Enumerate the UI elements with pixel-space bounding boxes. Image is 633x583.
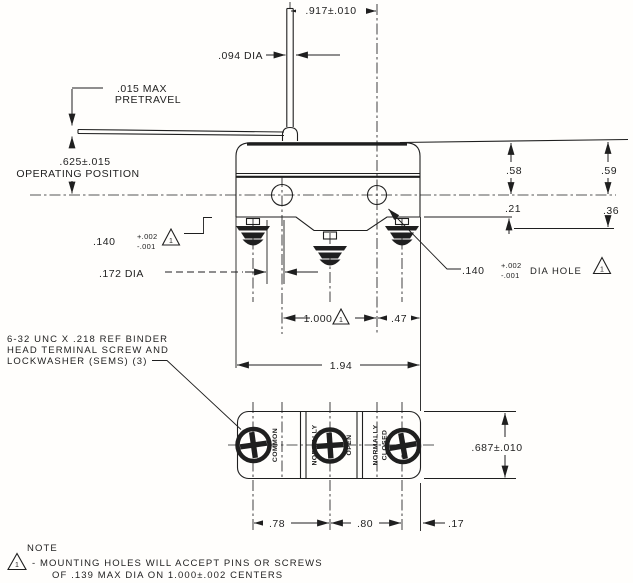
dim-slot-dia-text: .172 DIA: [99, 268, 144, 280]
flag-note-triangle-icon: 1: [161, 227, 181, 246]
dim-operating-position-value: .625±.015: [59, 156, 110, 168]
dim-36-text: .36: [603, 205, 619, 217]
terminal-label-normally-nc: NORMALLY: [373, 424, 380, 465]
dim-47-text: .47: [391, 313, 407, 325]
dim-17-text: .17: [448, 518, 464, 530]
dim-mount-right-minus: -.001: [501, 271, 520, 280]
terminal-screw-bottom-2: [311, 427, 349, 464]
dim-plunger-offset: .917±.010: [291, 3, 376, 17]
flag-note-triangle-icon: 1: [592, 256, 612, 275]
screw-callout-line-1: 6-32 UNC X .218 REF BINDER: [7, 334, 168, 345]
dim-mount-left-base: .140: [93, 236, 115, 248]
lever-arm: [77, 128, 629, 144]
dim-plunger-dia-text: .094 DIA: [218, 50, 263, 62]
flag-note-triangle-icon: 1: [332, 307, 350, 325]
mounting-hole-right: [366, 184, 388, 206]
dim-59-text: .59: [601, 165, 617, 177]
dim-terminal-height-text: .687±.010: [471, 442, 522, 454]
dim-47: .47: [378, 311, 420, 325]
plunger-pin: [281, 7, 299, 141]
terminal-block-dividers: [299, 412, 364, 478]
dim-mounting-hole-left: .140 +.002 -.001 1: [93, 217, 212, 251]
note-block: NOTE 1 - MOUNTING HOLES WILL ACCEPT PINS…: [7, 543, 323, 581]
dim-operating-position: .625±.015 OPERATING POSITION: [16, 156, 139, 194]
dim-mount-right-base: .140: [462, 265, 484, 277]
terminal-label-open: OPEN: [346, 435, 353, 456]
switch-body: [235, 142, 421, 232]
terminal-label-common: COMMON: [272, 428, 279, 462]
dim-mount-right-plus: +.002: [501, 261, 521, 270]
dim-mounting-hole-right: .140 +.002 -.001 DIA HOLE 1: [388, 208, 612, 280]
extension-lines: [235, 216, 614, 531]
svg-text:1: 1: [169, 238, 173, 245]
dim-hole-spacing-text: 1.000: [304, 313, 333, 325]
svg-text:1: 1: [339, 317, 343, 324]
mounting-hole-left: [270, 183, 294, 207]
dim-hole-spacing: 1.000 1: [283, 307, 376, 325]
terminal-label-normally-no: NORMALLY: [312, 424, 319, 465]
dim-78: .78: [253, 516, 329, 530]
dim-slot-dia: .172 DIA: [99, 268, 318, 280]
dim-17: .17: [423, 518, 464, 530]
dim-58: .58: [506, 143, 522, 194]
dim-mount-left-minus: -.001: [137, 242, 156, 251]
screw-callout-line-2: HEAD TERMINAL SCREW AND: [7, 345, 169, 356]
flag-note-triangle-icon: 1: [7, 552, 27, 571]
svg-text:1: 1: [15, 562, 19, 569]
dim-80-text: .80: [357, 518, 373, 530]
terminal-label-closed: CLOSED: [382, 430, 389, 461]
dim-59: .59: [601, 142, 617, 194]
dim-body-width-text: 1.94: [330, 360, 352, 372]
dim-pretravel: .015 MAX PRETRAVEL: [68, 83, 181, 149]
dim-pretravel-text-1: .015 MAX: [117, 83, 167, 95]
dim-body-width: 1.94: [237, 358, 420, 372]
screw-callout-line-3: LOCKWASHER (SEMS) (3): [7, 356, 147, 367]
side-view: [77, 7, 629, 266]
dim-pretravel-text-2: PRETRAVEL: [115, 94, 181, 106]
bottom-view: COMMON NORMALLY OPEN NORMALLY CLOSED: [235, 410, 422, 480]
terminal-screw-bottom-1: [235, 426, 272, 464]
dim-78-text: .78: [269, 518, 285, 530]
dim-80: .80: [331, 516, 401, 530]
dim-21-text: .21: [505, 203, 521, 215]
dim-plunger-offset-text: .917±.010: [305, 5, 356, 17]
terminal-screw-side-2: [313, 231, 347, 266]
dim-operating-position-label: OPERATING POSITION: [16, 168, 139, 180]
dim-36: .36: [603, 205, 619, 227]
terminal-screw-side-3: [385, 217, 419, 246]
dim-21: .21: [505, 203, 521, 234]
dim-mount-right-suffix: DIA HOLE: [530, 266, 582, 277]
note-line-2: OF .139 MAX DIA ON 1.000±.002 CENTERS: [52, 570, 283, 581]
note-line-1: - MOUNTING HOLES WILL ACCEPT PINS OR SCR…: [32, 558, 323, 569]
terminal-screw-side-1: [236, 217, 270, 246]
dim-58-text: .58: [506, 165, 522, 177]
dim-terminal-height: .687±.010: [463, 413, 531, 478]
svg-text:1: 1: [600, 267, 604, 274]
terminal-screw-bottom-3: [384, 427, 422, 465]
dim-mount-left-plus: +.002: [137, 232, 157, 241]
note-title: NOTE: [27, 543, 58, 554]
screw-callout: 6-32 UNC X .218 REF BINDER HEAD TERMINAL…: [7, 334, 242, 430]
dim-plunger-dia: .094 DIA: [218, 50, 340, 62]
